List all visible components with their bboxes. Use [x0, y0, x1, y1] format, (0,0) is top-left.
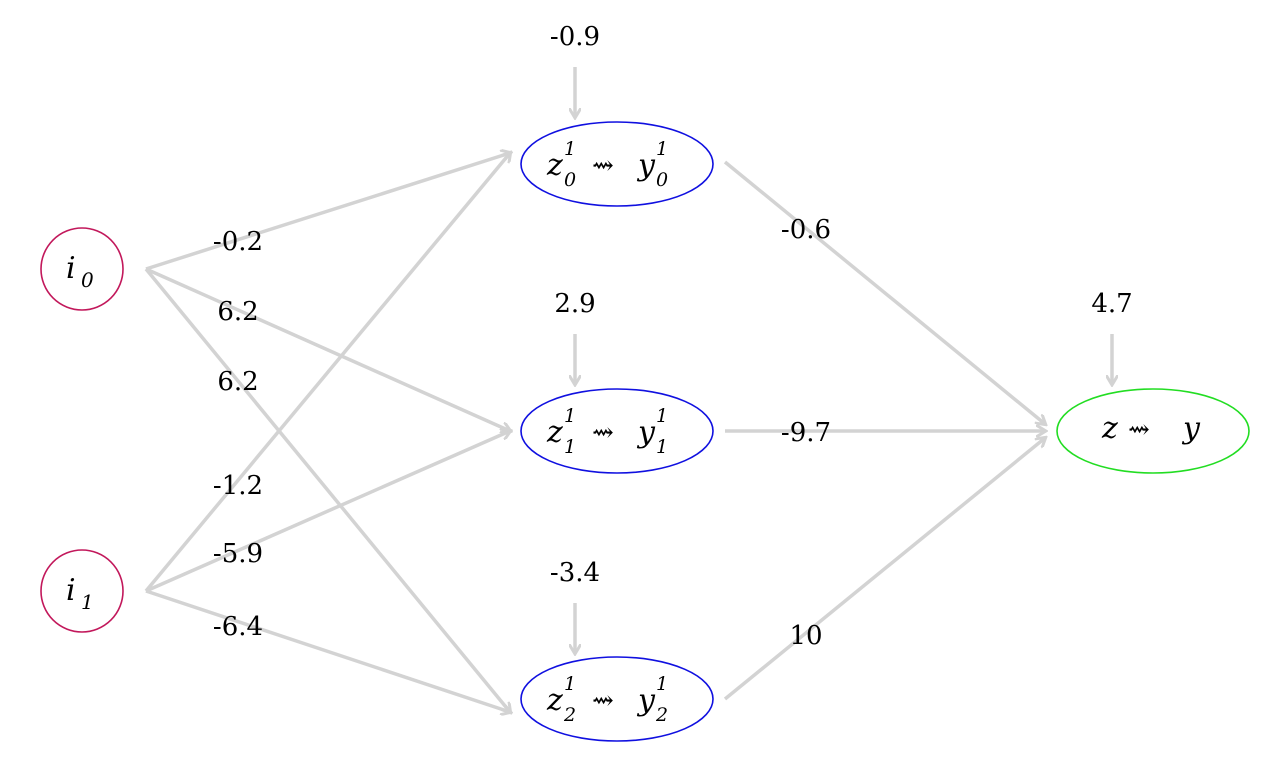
bias-edges: [575, 67, 1112, 653]
bias-labels: -0.9 2.9 -3.4 4.7: [550, 22, 1133, 588]
hidden-node-h0-arrow: ⇝: [592, 151, 614, 181]
weight-label-i0-h1: 6.2: [217, 297, 258, 327]
hidden-node-h2-ysub: 2: [655, 704, 668, 726]
hidden-node-h0-zsup: 1: [564, 138, 576, 160]
weight-label-i0-h2: 6.2: [217, 367, 258, 397]
edge-i0-h2: [144, 267, 510, 712]
input-node-i1-sub: 1: [81, 590, 94, 614]
input-node-i1: i 1: [40, 549, 124, 633]
hidden-node-h2: z 1 2 ⇝ y 1 2: [520, 656, 714, 742]
weight-label-i0-h0: -0.2: [213, 227, 263, 257]
hidden-node-h0-ysup: 1: [656, 138, 668, 160]
edge-i1-h1: [145, 431, 510, 593]
hidden-node-h2-z: z: [546, 683, 563, 718]
weight-label-i1-h2: -6.4: [213, 612, 263, 642]
edge-i0-h0: [145, 153, 510, 271]
input-node-i1-circle: [40, 549, 124, 633]
hidden-node-h0: z 1 0 ⇝ y 1 0: [520, 121, 714, 207]
input-node-i1-var: i: [66, 573, 76, 608]
hidden-node-h0-y: y: [636, 148, 656, 183]
output-node-y: y: [1181, 411, 1201, 446]
bias-label-h1: 2.9: [554, 289, 595, 319]
weight-label-i1-h0: -1.2: [213, 471, 263, 501]
weight-label-i1-h1: -5.9: [213, 539, 263, 569]
weight-label-h2-out: 10: [789, 621, 822, 651]
hidden-node-h1-ysub: 1: [656, 436, 668, 458]
hidden-node-h1-arrow: ⇝: [592, 418, 614, 448]
weight-label-h0-out: -0.6: [781, 215, 831, 245]
output-weight-labels: -0.6 -9.7 10: [781, 215, 831, 651]
hidden-node-h1-zsub: 1: [564, 436, 576, 458]
edge-i1-h2: [145, 589, 510, 712]
input-node-i0-circle: [40, 227, 124, 311]
input-weight-labels: -0.2 6.2 6.2 -1.2 -5.9 -6.4: [213, 227, 263, 642]
hidden-node-h2-ysup: 1: [656, 673, 668, 695]
hidden-node-h2-y: y: [636, 683, 656, 718]
edge-i0-h1: [145, 267, 510, 431]
hidden-node-h2-ellipse: [520, 656, 714, 742]
hidden-node-h0-z: z: [546, 148, 563, 183]
hidden-node-h1-z: z: [546, 415, 563, 450]
input-edges: [144, 153, 510, 712]
bias-label-out: 4.7: [1091, 289, 1132, 319]
hidden-node-h0-zsub: 0: [564, 169, 576, 191]
output-node-z: z: [1101, 411, 1118, 446]
bias-label-h0: -0.9: [550, 22, 600, 52]
bias-label-h2: -3.4: [550, 558, 600, 588]
hidden-node-h1-y: y: [636, 415, 656, 450]
output-node-ellipse: [1056, 388, 1250, 474]
output-node: z ⇝ y: [1056, 388, 1250, 474]
hidden-node-h2-zsup: 1: [564, 673, 576, 695]
input-node-i0-sub: 0: [81, 268, 94, 292]
hidden-node-h2-arrow: ⇝: [592, 686, 614, 716]
hidden-node-h0-ellipse: [520, 121, 714, 207]
hidden-node-h1-ellipse: [520, 388, 714, 474]
edge-i1-h0: [144, 153, 510, 593]
hidden-node-h1-zsup: 1: [564, 405, 576, 427]
output-node-arrow: ⇝: [1128, 415, 1150, 445]
edge-h2-out: [723, 438, 1045, 701]
weight-label-h1-out: -9.7: [781, 418, 831, 448]
hidden-node-h1: z 1 1 ⇝ y 1 1: [520, 388, 714, 474]
output-edges: [723, 160, 1045, 701]
hidden-node-h2-zsub: 2: [563, 704, 576, 726]
input-node-i0-var: i: [66, 251, 76, 286]
input-node-i0: i 0: [40, 227, 124, 311]
hidden-node-h0-ysub: 0: [656, 169, 668, 191]
hidden-node-h1-ysup: 1: [656, 405, 668, 427]
edge-h0-out: [723, 160, 1045, 424]
